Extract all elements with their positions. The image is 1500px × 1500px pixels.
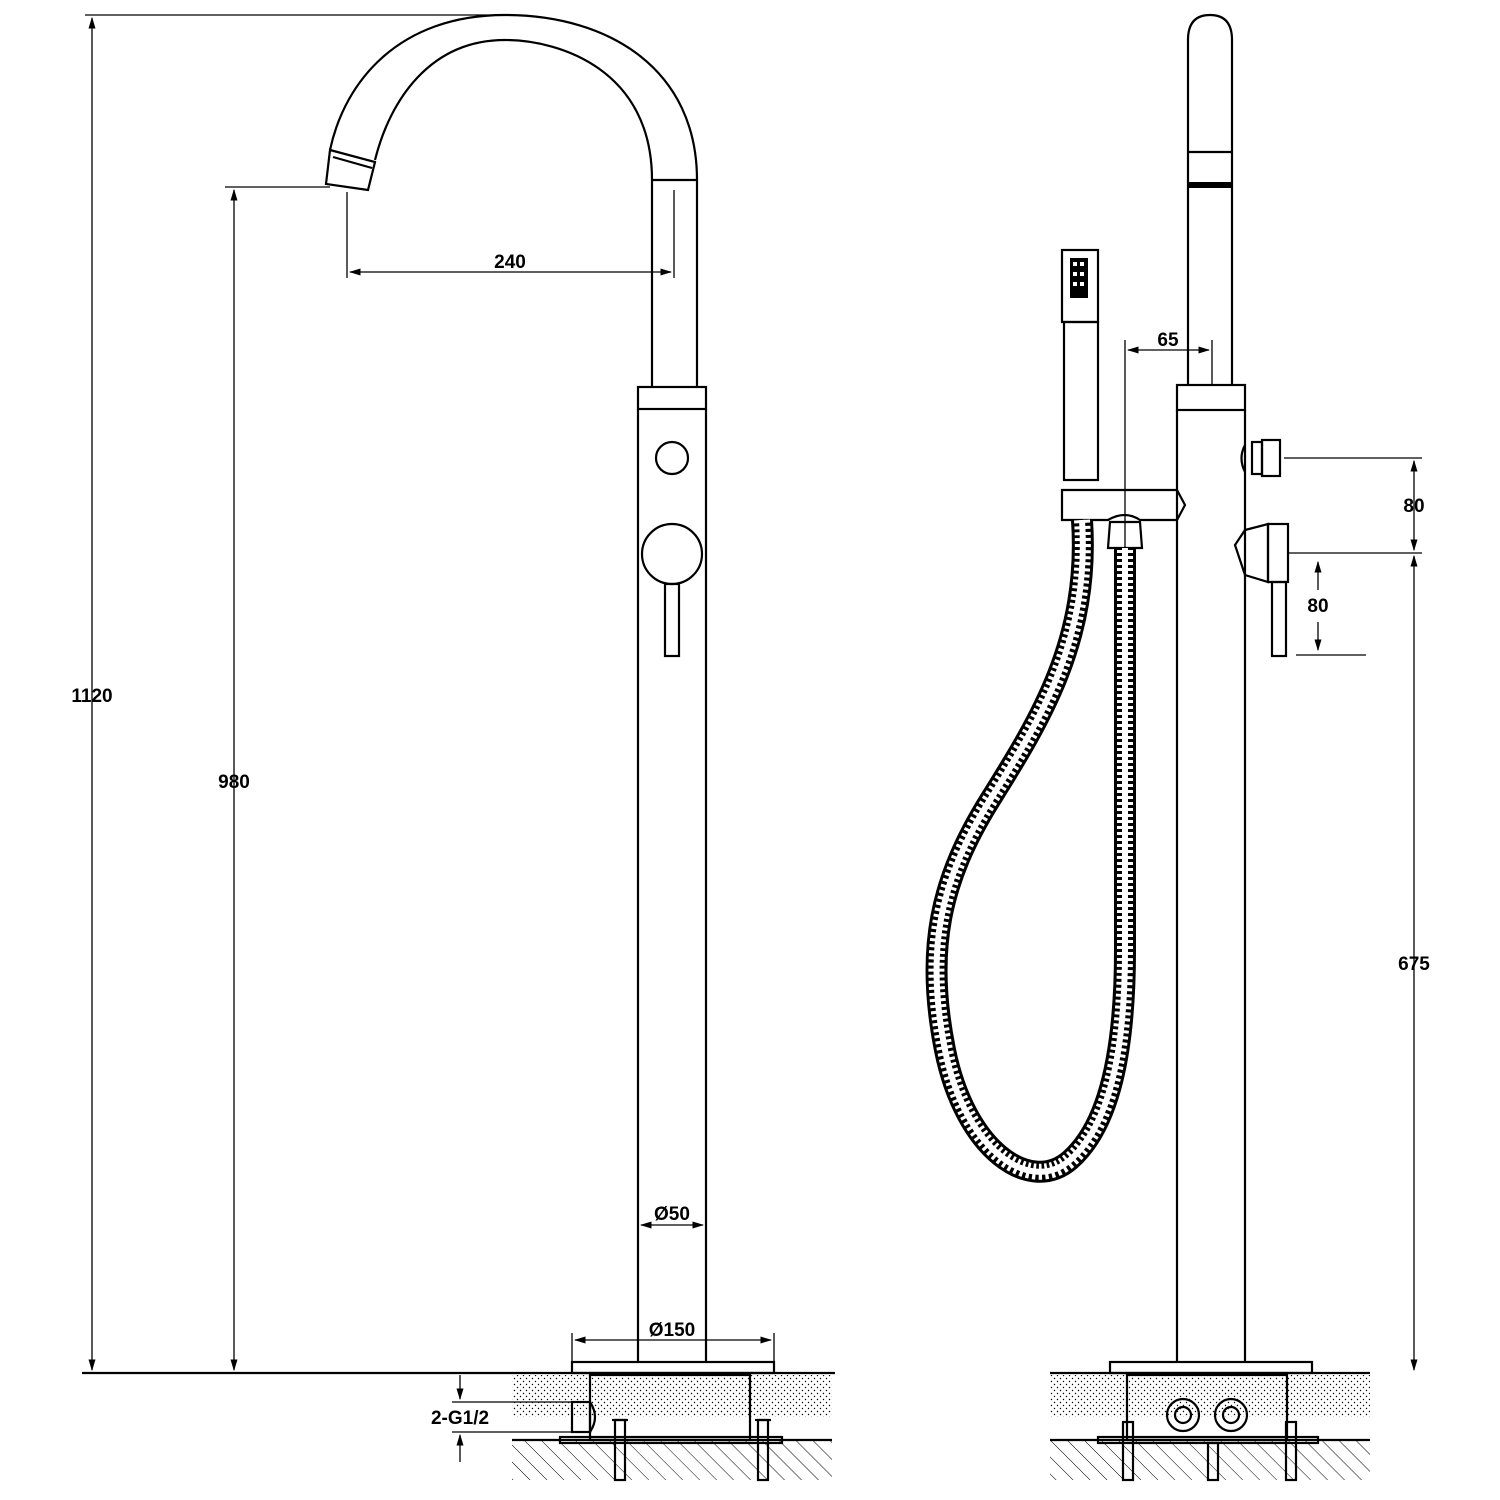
diverter-button-icon bbox=[654, 440, 690, 476]
spout-tip-ring bbox=[332, 155, 373, 170]
spout-outer-curve bbox=[328, 13, 699, 181]
side-view: 65 80 80 675 bbox=[925, 13, 1430, 1482]
spout-side-aerator bbox=[1188, 182, 1232, 188]
spout-tip bbox=[324, 148, 377, 192]
body-collar bbox=[636, 385, 708, 411]
mounting-plate bbox=[558, 1435, 784, 1445]
side-in-floor-box bbox=[1125, 1373, 1289, 1442]
dim-1120-label: 1120 bbox=[71, 686, 112, 707]
dim-675-label: 675 bbox=[1398, 954, 1430, 975]
side-screed-fill bbox=[1050, 1375, 1370, 1417]
front-screed-fill bbox=[512, 1375, 832, 1417]
dim-g12-label: 2-G1/2 bbox=[431, 1408, 489, 1429]
side-collar bbox=[1175, 383, 1247, 412]
dim-80a-label: 80 bbox=[1403, 496, 1424, 517]
dim-d150-label: Ø150 bbox=[649, 1320, 695, 1341]
side-base-plate bbox=[1108, 1360, 1314, 1375]
hand-shower-holder bbox=[1060, 488, 1187, 522]
inlet-port-right-inner bbox=[1221, 1405, 1241, 1425]
inlet-port-left-inner bbox=[1173, 1405, 1193, 1425]
nozzle-dot bbox=[1080, 282, 1084, 286]
hand-shower-handle bbox=[1062, 320, 1100, 482]
nozzle-dot bbox=[1073, 282, 1077, 286]
dim-d50-label: Ø50 bbox=[654, 1204, 690, 1225]
dim-240-label: 240 bbox=[494, 252, 526, 273]
side-anchor-bolt-mid bbox=[1206, 1441, 1220, 1482]
dim-980-label: 980 bbox=[218, 772, 250, 793]
spout-inner-curve bbox=[373, 38, 654, 181]
mixer-lever bbox=[663, 582, 681, 658]
diverter-side-stem bbox=[1250, 440, 1264, 476]
dim-65-label: 65 bbox=[1157, 330, 1179, 351]
hand-shower-nozzles bbox=[1070, 258, 1088, 298]
diverter-side-base bbox=[1240, 444, 1246, 473]
dim-80b-label: 80 bbox=[1307, 596, 1328, 617]
mixer-knob-icon bbox=[640, 522, 704, 586]
front-view: 1120 980 240 Ø50 Ø150 2-G1/2 bbox=[71, 13, 835, 1482]
front-ground-hatch bbox=[512, 1440, 832, 1480]
inlet-port-left-icon bbox=[1165, 1397, 1201, 1433]
hose-connector bbox=[1106, 520, 1144, 550]
inlet-connector-cap bbox=[589, 1401, 597, 1433]
nozzle-dot bbox=[1080, 272, 1084, 276]
mixer-side-body bbox=[1233, 522, 1270, 584]
inlet-connector bbox=[570, 1400, 592, 1434]
mixer-side-cap bbox=[1266, 522, 1290, 584]
nozzle-dot bbox=[1080, 262, 1084, 266]
nozzle-dot bbox=[1073, 272, 1077, 276]
side-anchor-bolt-left bbox=[1121, 1420, 1135, 1482]
base-plate bbox=[570, 1360, 776, 1375]
inlet-port-right-icon bbox=[1213, 1397, 1249, 1433]
side-ground-hatch bbox=[1050, 1440, 1370, 1480]
spout-side-profile bbox=[1186, 13, 1234, 385]
diverter-side-cap bbox=[1260, 438, 1282, 478]
mixer-side-lever bbox=[1270, 580, 1288, 658]
shower-hose bbox=[925, 519, 1136, 1183]
side-anchor-bolt-right bbox=[1284, 1420, 1298, 1482]
nozzle-dot bbox=[1073, 262, 1077, 266]
